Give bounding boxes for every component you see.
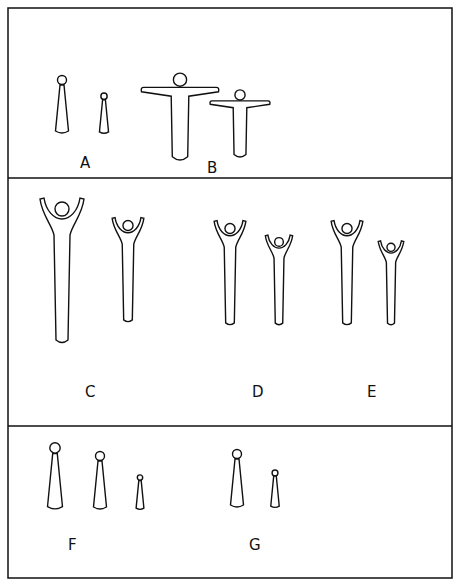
figure-label: E	[367, 385, 376, 400]
figure-label: D	[252, 385, 264, 400]
figure-label: C	[85, 385, 95, 400]
figure-label: F	[68, 538, 77, 553]
figure-label: B	[207, 161, 217, 176]
figure-label: A	[80, 156, 90, 171]
figure-label: G	[249, 538, 261, 553]
